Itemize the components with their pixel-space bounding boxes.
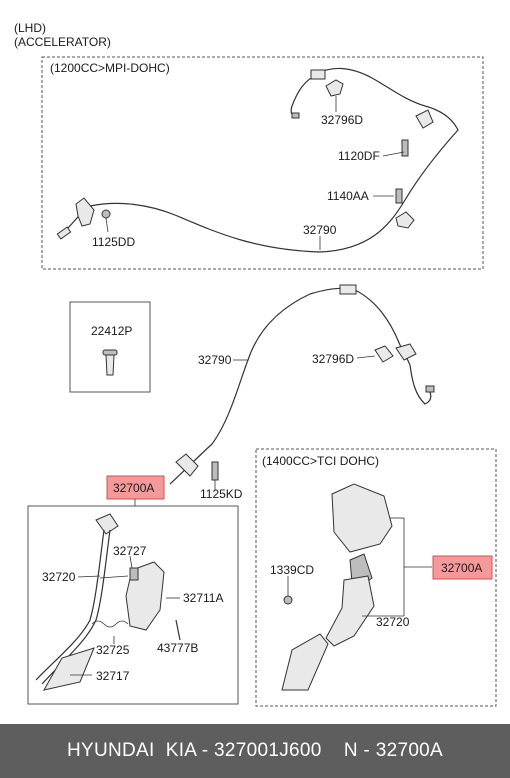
bolt-1339cd [283, 595, 293, 605]
pedal-housing-right [331, 483, 393, 553]
pedal-arm-right [325, 575, 375, 647]
header-accelerator: (ACCELERATOR) [14, 35, 111, 49]
label-32796d-mid[interactable]: 32796D [312, 352, 354, 366]
label-32725[interactable]: 32725 [96, 643, 130, 657]
label-32790-top[interactable]: 32790 [303, 223, 337, 237]
label-32717[interactable]: 32717 [96, 669, 130, 683]
header-lhd: (LHD) [14, 21, 46, 35]
cable-tip-top [56, 226, 72, 240]
clip-32796d-mid [374, 345, 394, 363]
cable-bracket-top [415, 109, 434, 129]
cable-adjuster-mid [339, 284, 357, 295]
label-32720-left[interactable]: 32720 [42, 570, 76, 584]
part-22412p-frame [69, 301, 151, 393]
mid-leader-lines [214, 355, 376, 490]
label-1339cd[interactable]: 1339CD [270, 563, 314, 577]
highlight-32700a-right [432, 555, 493, 580]
bolt-1120df [401, 139, 409, 157]
label-32700a-right[interactable]: 32700A [441, 561, 482, 575]
pedal-assembly-right [281, 483, 393, 691]
pedal-assembly-left [35, 513, 181, 691]
spring-32725 [91, 620, 129, 628]
label-32720-right[interactable]: 32720 [376, 615, 410, 629]
highlight-32700a-left [106, 475, 165, 500]
label-32796d-top[interactable]: 32796D [321, 113, 363, 127]
label-43777b[interactable]: 43777B [157, 641, 198, 655]
footer-bar: HYUNDAI KIA - 327001J600 N - 32700A [0, 724, 510, 778]
label-1120df[interactable]: 1120DF [338, 149, 380, 163]
right-leader-lines [287, 517, 432, 617]
top-leader-lines [105, 96, 405, 250]
screw-22412p-icon [102, 349, 118, 376]
bolt-1140aa [395, 188, 403, 204]
bolt-1125kd [211, 461, 219, 481]
footer-part-numbers: HYUNDAI KIA - 327001J600 N - 32700A [66, 740, 444, 761]
clip-32796d-top [325, 79, 344, 97]
cable-end-mid [425, 385, 435, 393]
label-1140aa[interactable]: 1140AA [327, 189, 369, 203]
label-1125kd[interactable]: 1125KD [200, 487, 243, 501]
pedal-assembly-left-frame [27, 505, 239, 705]
label-32727[interactable]: 32727 [113, 544, 147, 558]
cable-adjuster-top [310, 69, 326, 80]
label-32700a-left[interactable]: 32700A [113, 481, 154, 495]
pin-43777b [175, 619, 181, 641]
label-32711a[interactable]: 32711A [183, 591, 223, 605]
section-1200cc-title: (1200CC>MPI-DOHC) [50, 61, 170, 75]
section-1400cc-title: (1400CC>TCI DOHC) [262, 454, 379, 468]
cable-bracket-mid [395, 343, 417, 361]
bolt-1125dd [101, 209, 111, 219]
pedal-pad-right [281, 633, 329, 691]
cable-grommet-top [395, 211, 415, 229]
section-1400cc-frame [255, 448, 497, 707]
parts-diagram: (LHD) (ACCELERATOR) (1200CC>MPI-DOHC) 32… [14, 21, 497, 707]
left-leader-lines [70, 555, 180, 676]
pedal-pad-32717 [43, 647, 95, 691]
cable-end-top [291, 112, 300, 119]
accelerator-cable-mid [169, 284, 435, 485]
accelerator-cable-top [56, 67, 459, 253]
label-1125dd[interactable]: 1125DD [92, 235, 135, 249]
section-1200cc-frame [41, 56, 484, 270]
pedal-end-mid [175, 453, 199, 477]
stopper-32727 [129, 567, 139, 581]
label-22412p[interactable]: 22412P [91, 324, 132, 338]
label-32790-mid[interactable]: 32790 [198, 353, 232, 367]
pedal-end-top [75, 197, 95, 227]
pedal-arm-top-left [95, 513, 119, 535]
